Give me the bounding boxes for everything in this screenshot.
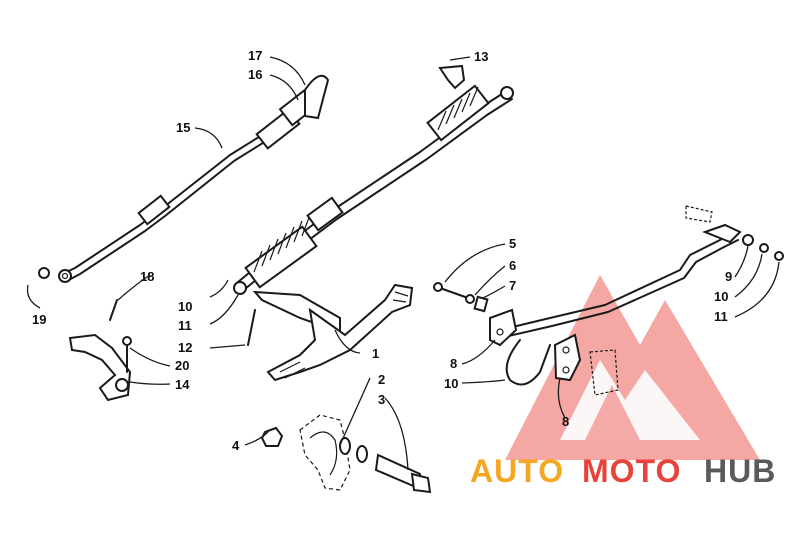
callout-15: 13: [474, 49, 488, 64]
pin-20: [109, 299, 118, 321]
cable-bracket-18-19: [278, 74, 330, 127]
watermark-word-hub: HUB: [704, 453, 776, 489]
callout-21: 19: [32, 312, 46, 327]
watermark-wordmark: AUTO MOTO HUB: [470, 453, 776, 489]
cable-15: [237, 64, 514, 290]
callout-22: 20: [175, 358, 189, 373]
callout-16: 14: [175, 377, 190, 392]
cable-17: [58, 108, 301, 283]
callout-1: 1: [372, 346, 379, 361]
callout-11-text: 11: [714, 309, 728, 324]
bellows-lower: [244, 214, 318, 289]
watermark-logo: [505, 275, 760, 460]
brake-pedal-1: [233, 281, 414, 382]
callout-9: 9: [725, 269, 732, 284]
callout-17: 15: [176, 120, 190, 135]
callout-4: 4: [232, 438, 240, 453]
callout-8-left: 8: [450, 356, 457, 371]
callout-2: 2: [378, 372, 385, 387]
bellows-upper: [426, 84, 490, 142]
callout-6: 6: [509, 258, 516, 273]
callout-labels: 17 16 13 15 18 19 10 11 12 1 2 3 4 20 14…: [32, 48, 732, 453]
callout-10-right-label: 10: [714, 289, 728, 304]
pin-14: [247, 309, 256, 346]
washer-21: [38, 267, 50, 279]
callout-12-label: 10: [444, 376, 458, 391]
callout-19: 17: [248, 48, 262, 63]
callout-8-right: 8: [562, 414, 569, 429]
watermark-word-auto: AUTO: [470, 453, 564, 489]
callout-7: 7: [509, 278, 516, 293]
callout-14: 12: [178, 340, 192, 355]
callout-10-left: 10: [178, 299, 192, 314]
lever-16: [68, 333, 132, 402]
linkage-rod: [489, 205, 784, 396]
callout-3: 3: [378, 392, 385, 407]
watermark-word-moto: MOTO: [582, 453, 681, 489]
mount-bracket: [260, 414, 432, 494]
callout-5: 5: [509, 236, 516, 251]
callout-20: 18: [140, 269, 154, 284]
hardware-5-6-7: [433, 282, 489, 313]
callout-13: 11: [178, 318, 192, 333]
leader-lines: [26, 56, 780, 471]
callout-18: 16: [248, 67, 262, 82]
